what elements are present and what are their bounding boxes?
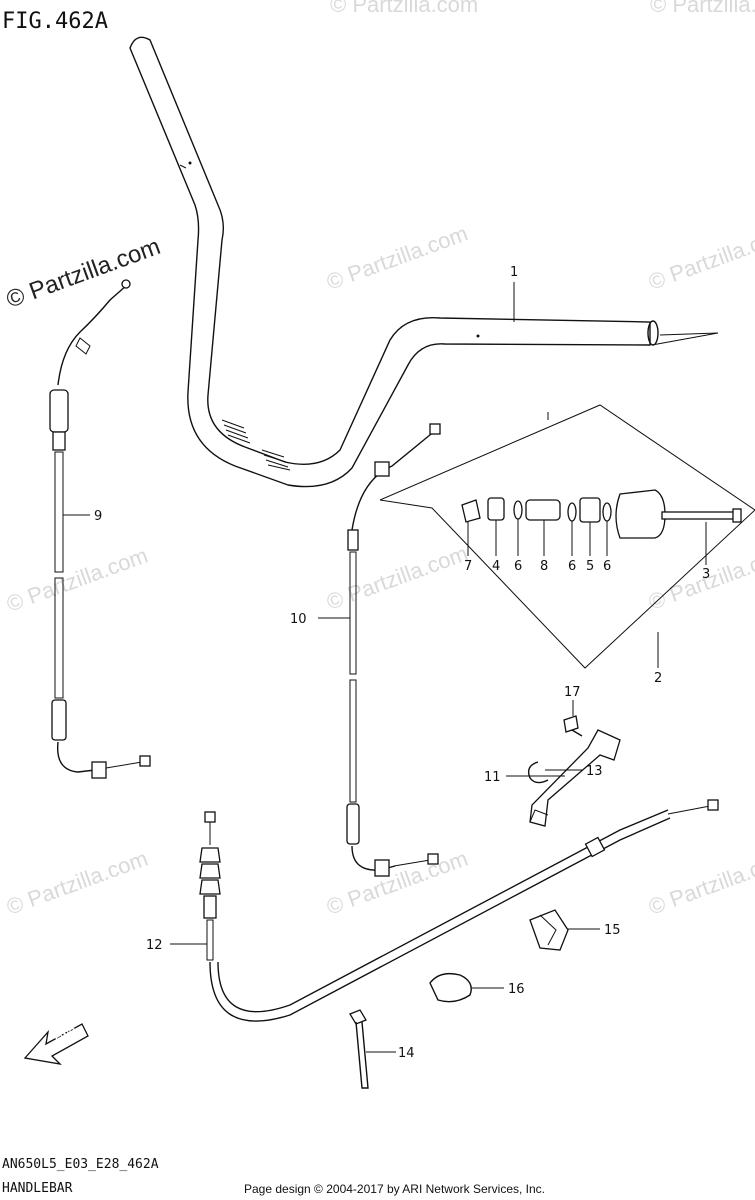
callouts: 1 2 3 4 5 6 6 6 7 8 9 10 11 12 13 14 15 … <box>94 265 710 1061</box>
watermark-layer: © Partzilla.com © Partzilla.com © Partzi… <box>3 0 755 920</box>
callout-3[interactable]: 3 <box>702 567 710 582</box>
callout-11[interactable]: 11 <box>484 770 501 785</box>
callout-10[interactable]: 10 <box>290 612 307 627</box>
cable-bracket-11[interactable] <box>506 729 621 827</box>
callout-9[interactable]: 9 <box>94 509 102 524</box>
watermark: © Partzilla.com <box>650 0 755 17</box>
handlebar-weight-assembly[interactable] <box>379 332 755 669</box>
bolt-17[interactable] <box>563 700 583 737</box>
callout-17[interactable]: 17 <box>564 685 581 700</box>
watermark: © Partzilla.com <box>645 221 755 295</box>
callout-16[interactable]: 16 <box>508 982 525 997</box>
figure-title: FIG.462A <box>2 9 108 34</box>
callout-12[interactable]: 12 <box>146 938 163 953</box>
callout-5[interactable]: 5 <box>586 559 594 574</box>
callout-6[interactable]: 6 <box>603 559 611 574</box>
watermark: © Partzilla.com <box>323 846 471 920</box>
collar-icon <box>487 497 505 521</box>
clutch-cable-12[interactable] <box>170 799 719 1022</box>
handlebar[interactable] <box>129 36 659 488</box>
watermark: © Partzilla.com <box>3 846 151 920</box>
callout-8[interactable]: 8 <box>540 559 548 574</box>
band-clamp-16[interactable] <box>429 972 504 1003</box>
watermark: © Partzilla.com <box>645 541 755 615</box>
weight-icon <box>615 489 666 539</box>
watermark-main: © Partzilla.com <box>3 233 164 314</box>
callout-7[interactable]: 7 <box>464 559 472 574</box>
callout-13[interactable]: 13 <box>586 764 603 779</box>
collar-icon <box>579 497 601 523</box>
callout-2[interactable]: 2 <box>654 671 662 686</box>
ring-icon <box>513 500 523 520</box>
watermark: © Partzilla.com <box>323 541 471 615</box>
clamp-15[interactable] <box>529 909 600 951</box>
callout-14[interactable]: 14 <box>398 1046 415 1061</box>
figure-code: AN650L5_E03_E28_462A <box>2 1157 159 1172</box>
bolt-icon <box>661 511 737 520</box>
watermark: © Partzilla.com <box>323 221 471 295</box>
cable-tie-14[interactable] <box>349 1009 396 1089</box>
throttle-cable-9[interactable] <box>49 279 151 779</box>
clip-13[interactable] <box>527 761 582 784</box>
callout-6[interactable]: 6 <box>514 559 522 574</box>
throttle-cable-10[interactable] <box>318 423 441 877</box>
tube-icon <box>525 499 561 521</box>
fwd-arrow-icon <box>23 1023 89 1065</box>
callout-4[interactable]: 4 <box>492 559 500 574</box>
watermark: © Partzilla.com <box>330 0 478 17</box>
nut-icon <box>461 499 481 523</box>
callout-1[interactable]: 1 <box>510 265 518 280</box>
bolt-head-icon <box>732 508 742 523</box>
callout-6[interactable]: 6 <box>568 559 576 574</box>
section-title: HANDLEBAR <box>2 1181 73 1196</box>
fwd-arrow: FWD <box>23 1023 89 1065</box>
ring-icon <box>567 502 577 522</box>
copyright: Page design © 2004-2017 by ARI Network S… <box>244 1182 545 1196</box>
watermark: © Partzilla.com <box>645 846 755 920</box>
watermark: © Partzilla.com <box>3 543 151 617</box>
callout-15[interactable]: 15 <box>604 923 621 938</box>
ring-icon <box>602 502 612 522</box>
